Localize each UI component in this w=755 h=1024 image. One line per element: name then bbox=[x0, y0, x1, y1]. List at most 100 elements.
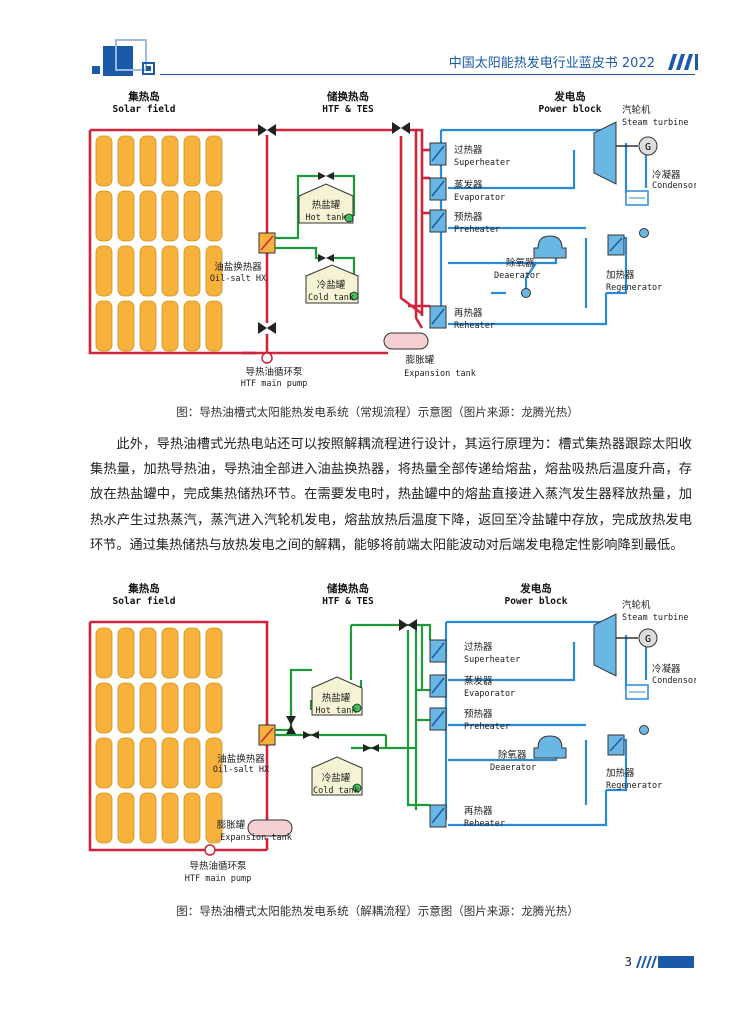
generator-icon bbox=[638, 628, 658, 648]
collector-trough bbox=[117, 245, 135, 297]
collector-trough bbox=[139, 792, 157, 844]
collector-trough bbox=[161, 737, 179, 789]
collector-trough bbox=[139, 190, 157, 242]
collector-trough bbox=[183, 245, 201, 297]
cold-tank-en-label: Cold tank bbox=[308, 293, 354, 303]
cold-tank-icon bbox=[311, 756, 363, 796]
collector-trough bbox=[139, 245, 157, 297]
reheater-icon bbox=[429, 804, 447, 828]
superheater-icon bbox=[429, 142, 447, 166]
oil-salt-hx-en-label: Oil-salt HX bbox=[213, 765, 270, 775]
condensor-icon bbox=[625, 684, 649, 700]
htf-tes-subtitle: HTF & TES bbox=[322, 596, 374, 607]
solar-collector-array bbox=[95, 627, 223, 844]
page-number: 3 bbox=[624, 955, 632, 969]
reheater-label: 再热器 bbox=[454, 307, 483, 319]
collector-trough bbox=[95, 245, 113, 297]
collector-trough bbox=[161, 682, 179, 734]
collector-trough bbox=[139, 300, 157, 352]
preheater-label: 预热器 bbox=[464, 708, 493, 720]
solar-collector-array bbox=[95, 135, 223, 352]
header-title: 中国太阳能热发电行业蓝皮书 2022 bbox=[448, 56, 655, 71]
collector-trough bbox=[161, 190, 179, 242]
hot-tank-label: 热盐罐 bbox=[322, 692, 351, 704]
power-block-subtitle: Power block bbox=[505, 596, 568, 607]
deaerator-en-label: Deaerator bbox=[490, 763, 536, 773]
collector-trough bbox=[117, 627, 135, 679]
header-logo-squares bbox=[92, 39, 155, 76]
solar-field-title: 集热岛 bbox=[127, 582, 160, 595]
htf-tes-subtitle: HTF & TES bbox=[322, 104, 374, 115]
preheater-en-label: Preheater bbox=[464, 722, 510, 732]
page-footer: 3 bbox=[0, 955, 755, 975]
preheater-label: 预热器 bbox=[454, 211, 483, 223]
superheater-label: 过热器 bbox=[454, 144, 483, 156]
collector-trough bbox=[183, 135, 201, 187]
reheater-label: 再热器 bbox=[464, 805, 493, 817]
oil-salt-hx-icon bbox=[258, 232, 276, 254]
collector-trough bbox=[95, 135, 113, 187]
valve-icon bbox=[258, 122, 410, 334]
condensate-pump-icon bbox=[639, 228, 649, 238]
oil-salt-hx-label: 油盐换热器 bbox=[214, 261, 262, 273]
body-paragraph: 此外，导热油槽式光热电站还可以按照解耦流程进行设计，其运行原理为：槽式集热器跟踪… bbox=[90, 437, 692, 553]
generator-label: G bbox=[645, 634, 651, 645]
superheater-icon bbox=[429, 639, 447, 663]
cold-tank-label: 冷盐罐 bbox=[322, 772, 351, 784]
header-stripes-icon bbox=[668, 54, 698, 70]
hot-tank-icon bbox=[311, 676, 363, 716]
evaporator-en-label: Evaporator bbox=[454, 193, 505, 203]
evaporator-icon bbox=[429, 674, 447, 698]
evaporator-en-label: Evaporator bbox=[464, 689, 515, 699]
page-header: 中国太阳能热发电行业蓝皮书 2022 bbox=[0, 0, 755, 80]
steam-turbine-icon bbox=[593, 613, 617, 677]
figure1-caption: 图：导热油槽式太阳能热发电系统（常规流程）示意图（图片来源：龙腾光热） bbox=[176, 405, 579, 419]
collector-trough bbox=[139, 737, 157, 789]
htf-pump-label: 导热油循环泵 bbox=[245, 366, 303, 378]
collector-trough bbox=[161, 792, 179, 844]
solar-field-subtitle: Solar field bbox=[113, 596, 176, 607]
preheater-icon bbox=[429, 209, 447, 233]
steam-turbine-en-label: Steam turbine bbox=[622, 118, 689, 128]
deaerator-label: 除氧器 bbox=[498, 749, 527, 761]
collector-trough bbox=[205, 245, 223, 297]
expansion-tank-label: 膨胀罐 bbox=[217, 819, 246, 831]
valve-icon bbox=[318, 172, 334, 262]
htf-tes-title: 储换热岛 bbox=[327, 90, 369, 103]
power-block-subtitle: Power block bbox=[539, 104, 602, 115]
expansion-tank-en-label: Expansion tank bbox=[404, 369, 476, 379]
molten-salt-loop bbox=[275, 623, 432, 810]
condensor-en-label: Condensor bbox=[652, 181, 696, 191]
feed-pump-icon bbox=[521, 288, 531, 298]
collector-trough bbox=[183, 792, 201, 844]
reheater-en-label: Reheater bbox=[464, 819, 505, 829]
collector-trough bbox=[117, 300, 135, 352]
collector-trough bbox=[161, 300, 179, 352]
expansion-tank-icon bbox=[247, 819, 293, 837]
hot-tank-icon bbox=[298, 183, 354, 224]
cold-tank-icon bbox=[305, 264, 359, 304]
collector-trough bbox=[205, 682, 223, 734]
regenerator-icon bbox=[607, 734, 625, 756]
condensor-en-label: Condensor bbox=[652, 676, 696, 686]
deaerator-en-label: Deaerator bbox=[494, 271, 540, 281]
collector-trough bbox=[95, 792, 113, 844]
htf-pump-en-label: HTF main pump bbox=[241, 379, 308, 388]
collector-trough bbox=[205, 190, 223, 242]
hot-tank-en-label: Hot tank bbox=[316, 706, 357, 716]
htf-pump-label: 导热油循环泵 bbox=[189, 860, 247, 872]
reheater-en-label: Reheater bbox=[454, 321, 495, 331]
evaporator-icon bbox=[429, 177, 447, 201]
oil-salt-hx-icon bbox=[258, 724, 276, 746]
evaporator-label: 蒸发器 bbox=[464, 675, 493, 687]
collector-trough bbox=[183, 627, 201, 679]
deaerator-icon bbox=[533, 235, 567, 259]
collector-trough bbox=[161, 135, 179, 187]
oil-salt-hx-label: 油盐换热器 bbox=[217, 753, 265, 765]
figure-conventional-flow: 集热岛 Solar field 储换热岛 HTF & TES 发电岛 Power… bbox=[86, 88, 698, 389]
collector-trough bbox=[117, 737, 135, 789]
hot-tank-label: 热盐罐 bbox=[312, 199, 341, 211]
collector-trough bbox=[95, 737, 113, 789]
regenerator-en-label: Regenerator bbox=[606, 283, 662, 293]
collector-trough bbox=[183, 737, 201, 789]
